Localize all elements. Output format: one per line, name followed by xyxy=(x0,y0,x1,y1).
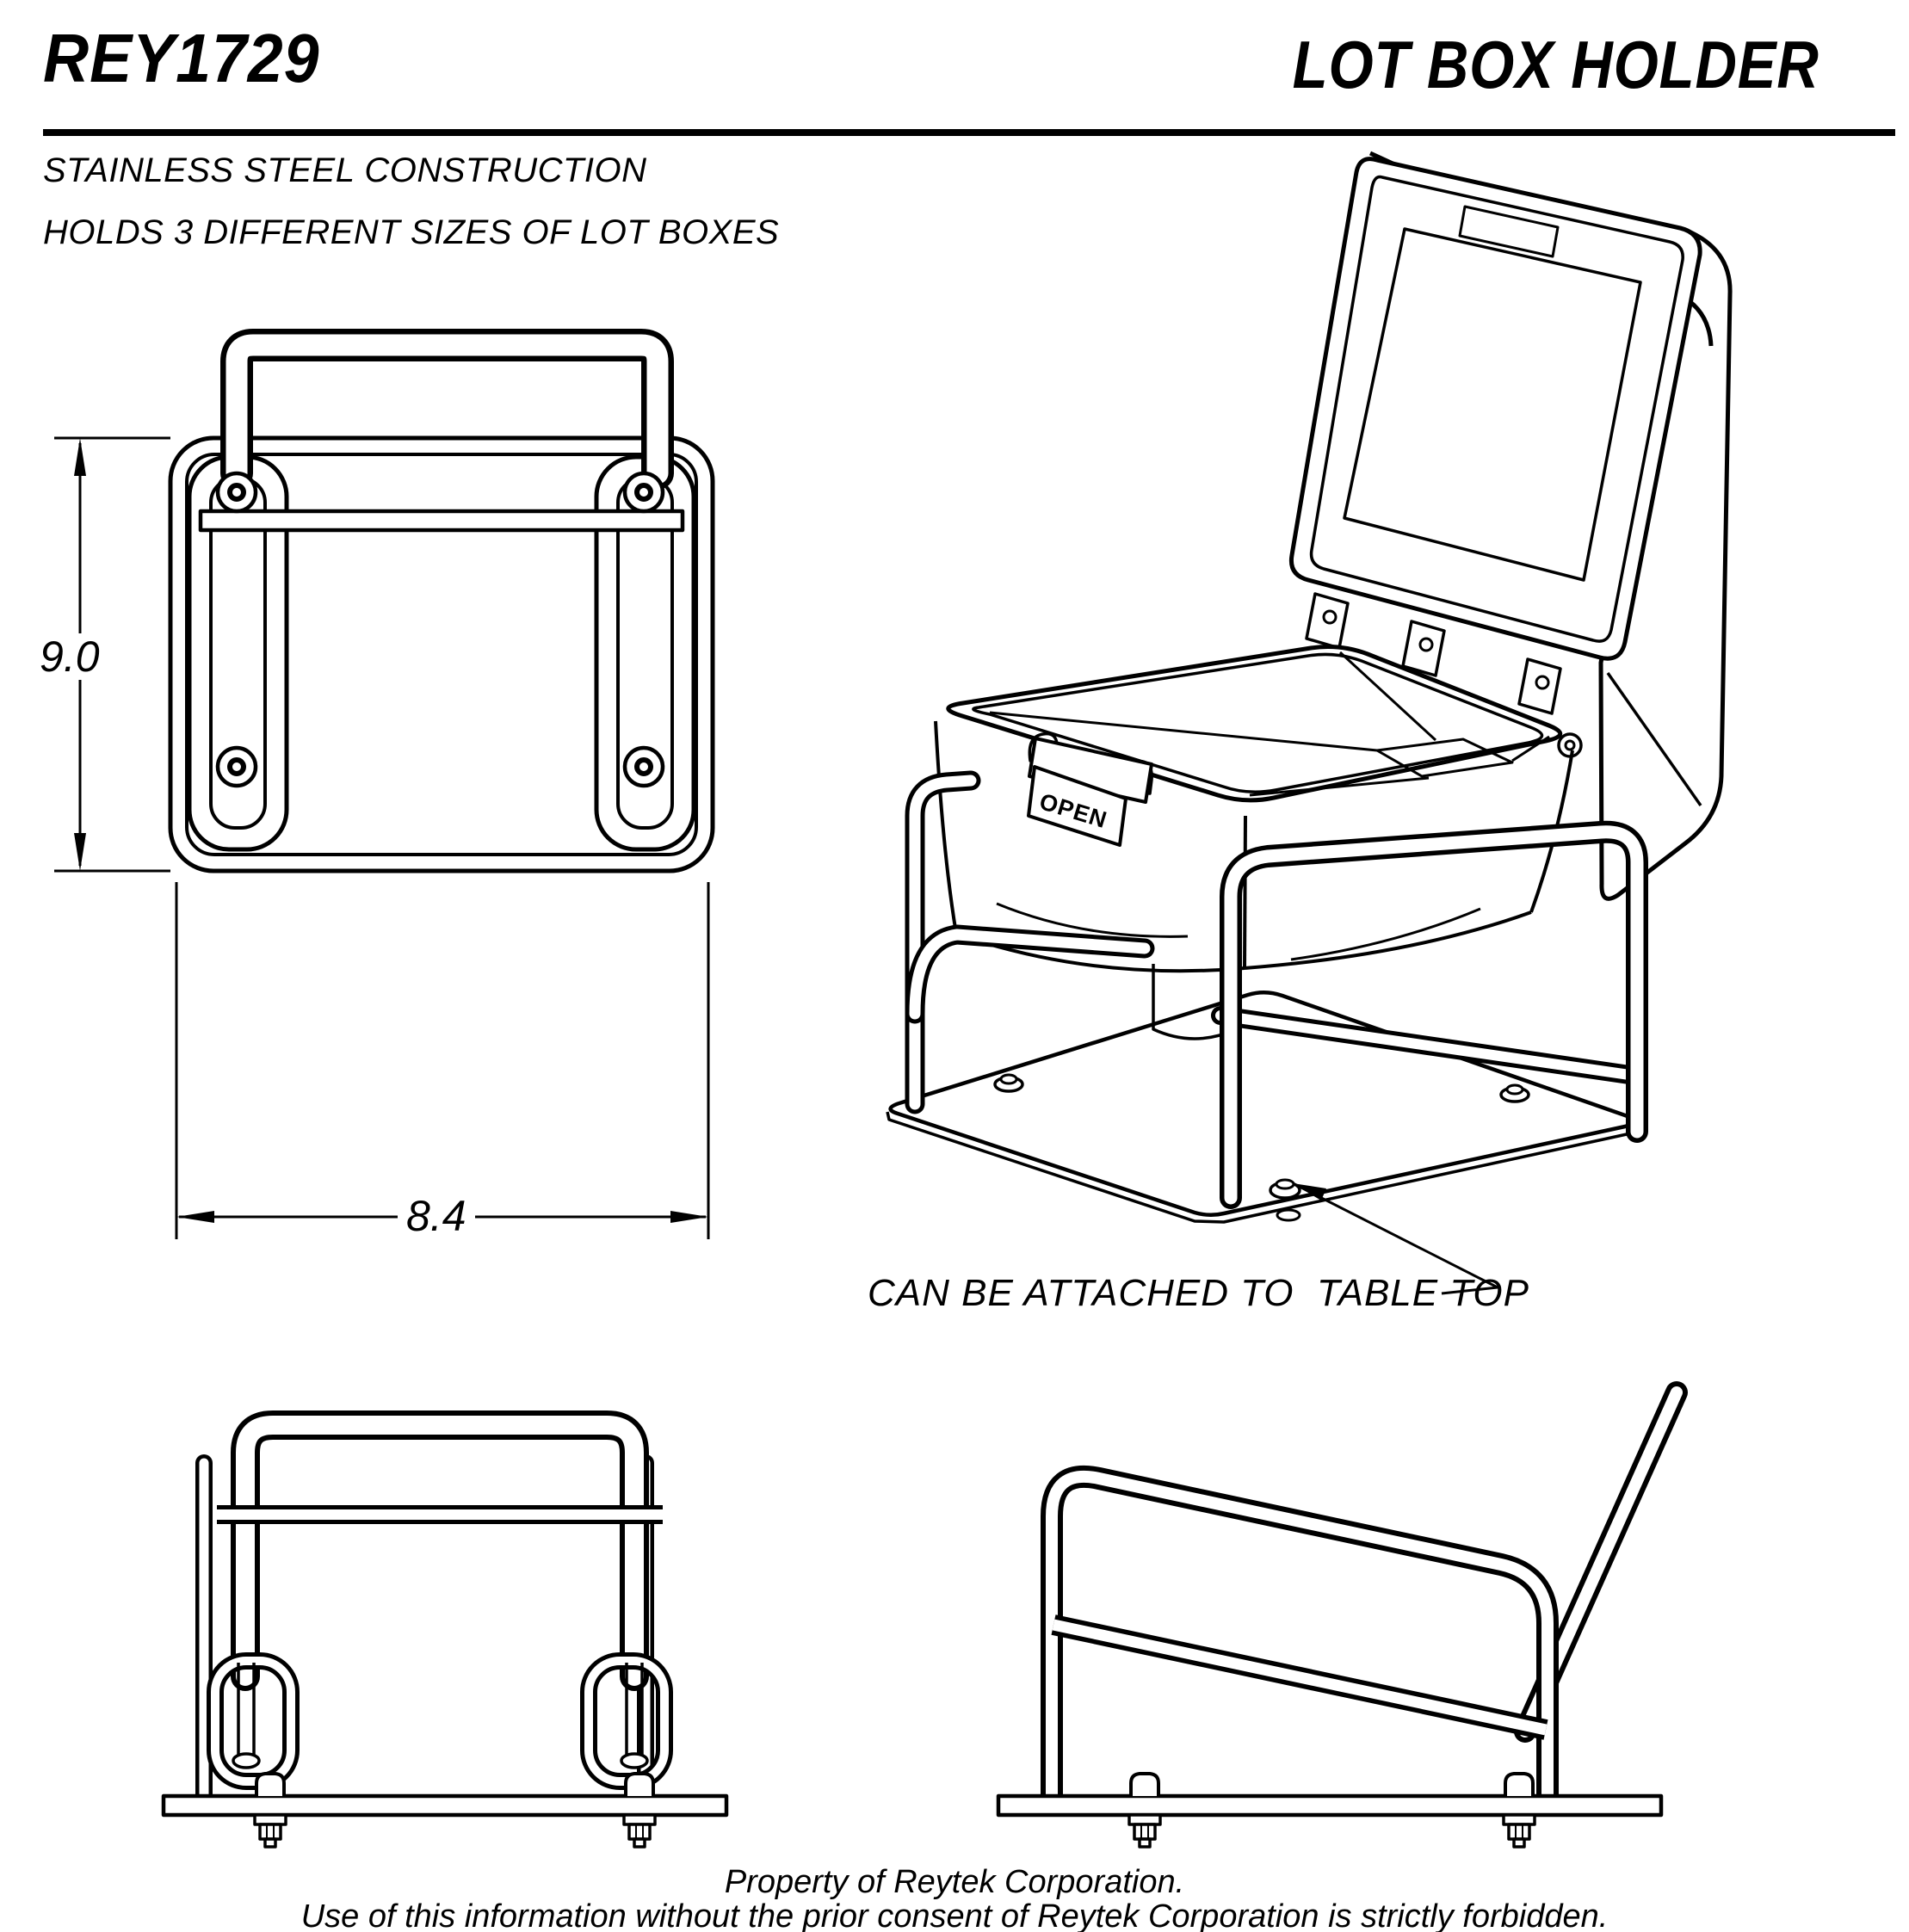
note-capacity: HOLDS 3 DIFFERENT SIZES OF LOT BOXES xyxy=(43,213,780,251)
product-title: LOT BOX HOLDER xyxy=(1292,27,1819,102)
table-mount-bolts xyxy=(993,1073,1530,1222)
mounting-screws xyxy=(215,471,665,788)
footer-ownership: Property of Reytek Corporation. xyxy=(724,1864,1185,1900)
rear-view-bolts xyxy=(253,1772,657,1849)
table-top-annotation: CAN BE ATTACHED TO TABLE TOP xyxy=(868,1272,1529,1314)
lot-box-rim xyxy=(946,645,1563,803)
side-view-drawing xyxy=(996,1381,1688,1849)
lot-box-body xyxy=(934,720,1574,1040)
latch-and-open-tag xyxy=(1027,731,1153,847)
isometric-view-drawing xyxy=(886,151,1733,1295)
width-dimension xyxy=(175,882,710,1239)
title-rule xyxy=(43,129,1895,136)
rear-view-drawing xyxy=(161,1410,729,1849)
lid-hinges xyxy=(1305,592,1583,758)
height-dimension-label: 9.0 xyxy=(31,633,108,680)
side-view-bolts xyxy=(1127,1772,1536,1849)
width-dimension-label: 8.4 xyxy=(398,1193,475,1239)
holder-wire-frame xyxy=(905,770,1648,1209)
part-number-title: REY1729 xyxy=(43,20,320,96)
front-view-drawing xyxy=(54,329,715,1239)
note-construction: STAINLESS STEEL CONSTRUCTION xyxy=(43,151,647,189)
annotation-leader xyxy=(1292,1182,1499,1295)
footer-notice: Use of this information without the prio… xyxy=(300,1898,1609,1932)
